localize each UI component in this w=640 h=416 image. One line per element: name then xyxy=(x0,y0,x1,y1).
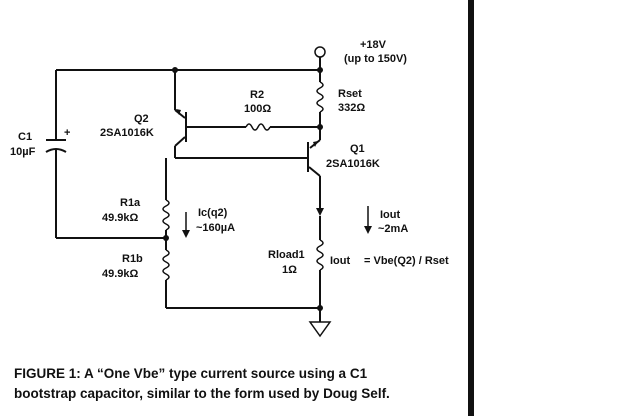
formula-lhs: Iout xyxy=(330,255,350,267)
iout-wire-arrow xyxy=(316,190,324,240)
ground-icon xyxy=(308,308,332,338)
r1a-name: R1a xyxy=(120,197,141,209)
q2-transistor xyxy=(174,70,192,158)
icq2-label: Ic(q2) xyxy=(198,207,228,219)
supply-terminal xyxy=(314,46,326,70)
r2-name: R2 xyxy=(250,89,264,101)
rset-value: 332Ω xyxy=(338,102,365,114)
supply-range-label: (up to 150V) xyxy=(344,53,407,65)
q2-part: 2SA1016K xyxy=(100,127,154,139)
iout-label: Iout xyxy=(380,209,400,221)
rload1-value: 1Ω xyxy=(282,264,297,276)
r1a-resistor xyxy=(162,158,170,238)
r1a-value: 49.9kΩ xyxy=(102,212,139,224)
caption-line-2: bootstrap capacitor, similar to the form… xyxy=(14,386,390,401)
figure-caption: FIGURE 1: A “One Vbe” type current sourc… xyxy=(14,364,474,404)
r1b-resistor xyxy=(162,238,170,308)
r1b-name: R1b xyxy=(122,253,143,265)
caption-line-1: FIGURE 1: A “One Vbe” type current sourc… xyxy=(14,366,368,381)
q1-name: Q1 xyxy=(350,143,365,155)
r2-resistor xyxy=(185,123,320,131)
icq2-arrow xyxy=(182,212,190,238)
icq2-value: ~160µA xyxy=(196,222,235,234)
r1b-value: 49.9kΩ xyxy=(102,268,139,280)
rset-resistor xyxy=(316,70,324,127)
q2-name: Q2 xyxy=(134,113,149,125)
c1-value: 10µF xyxy=(10,146,36,158)
c1-capacitor xyxy=(45,70,67,238)
iout-value: ~2mA xyxy=(378,223,408,235)
q1-transistor xyxy=(307,127,321,190)
rset-name: Rset xyxy=(338,88,362,100)
q1-part: 2SA1016K xyxy=(326,158,380,170)
formula-rhs: = Vbe(Q2) / Rset xyxy=(364,255,449,267)
c1-name: C1 xyxy=(18,131,32,143)
iout-side-arrow xyxy=(364,206,372,234)
right-border-bar xyxy=(468,0,474,416)
c1-polarity: + xyxy=(64,127,70,139)
r2-value: 100Ω xyxy=(244,103,271,115)
supply-voltage-label: +18V xyxy=(360,39,387,51)
rload1-name: Rload1 xyxy=(268,249,305,261)
